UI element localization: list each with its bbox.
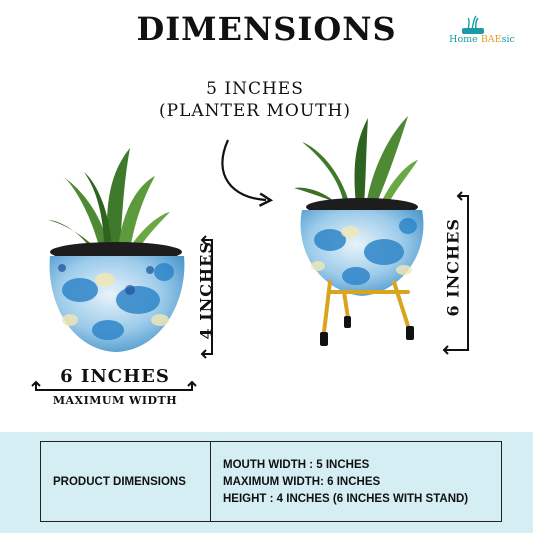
planter-stand [322,280,410,334]
page-title: DIMENSIONS [136,10,397,48]
mouth-width-caption: (PLANTER MOUTH) [159,101,351,121]
right-plant-leaves [294,116,418,205]
mouth-width-row: MOUTH WIDTH : 5 INCHES [223,459,370,471]
brand-logo-icon [462,15,484,34]
brand-logo: Home BAEsic [440,18,524,45]
brand-name: Home BAEsic [449,34,515,45]
mouth-pointer-arrow [221,139,274,207]
left-height-label: 4 INCHES [196,241,216,340]
maximum-width-row: MAXIMUM WIDTH: 6 INCHES [223,476,381,488]
right-height-label: 6 INCHES [443,218,463,317]
product-dimensions-table: PRODUCT DIMENSIONS MOUTH WIDTH : 5 INCHE… [40,441,502,522]
left-plant-leaves [48,148,170,250]
left-height-bracket [200,235,213,359]
left-width-label: 6 INCHES [60,366,170,387]
left-planter [48,148,185,352]
mouth-width-label: 5 INCHES (PLANTER MOUTH) [150,78,360,122]
table-values: MOUTH WIDTH : 5 INCHES MAXIMUM WIDTH: 6 … [211,442,501,521]
right-planter [294,116,424,346]
mouth-width-value: 5 INCHES [206,79,304,99]
height-row: HEIGHT : 4 INCHES (6 INCHES WITH STAND) [223,493,469,505]
maximum-width-caption: MAXIMUM WIDTH [52,394,178,407]
table-header: PRODUCT DIMENSIONS [41,442,211,521]
left-width-bracket [31,380,197,391]
right-height-bracket [442,191,469,355]
